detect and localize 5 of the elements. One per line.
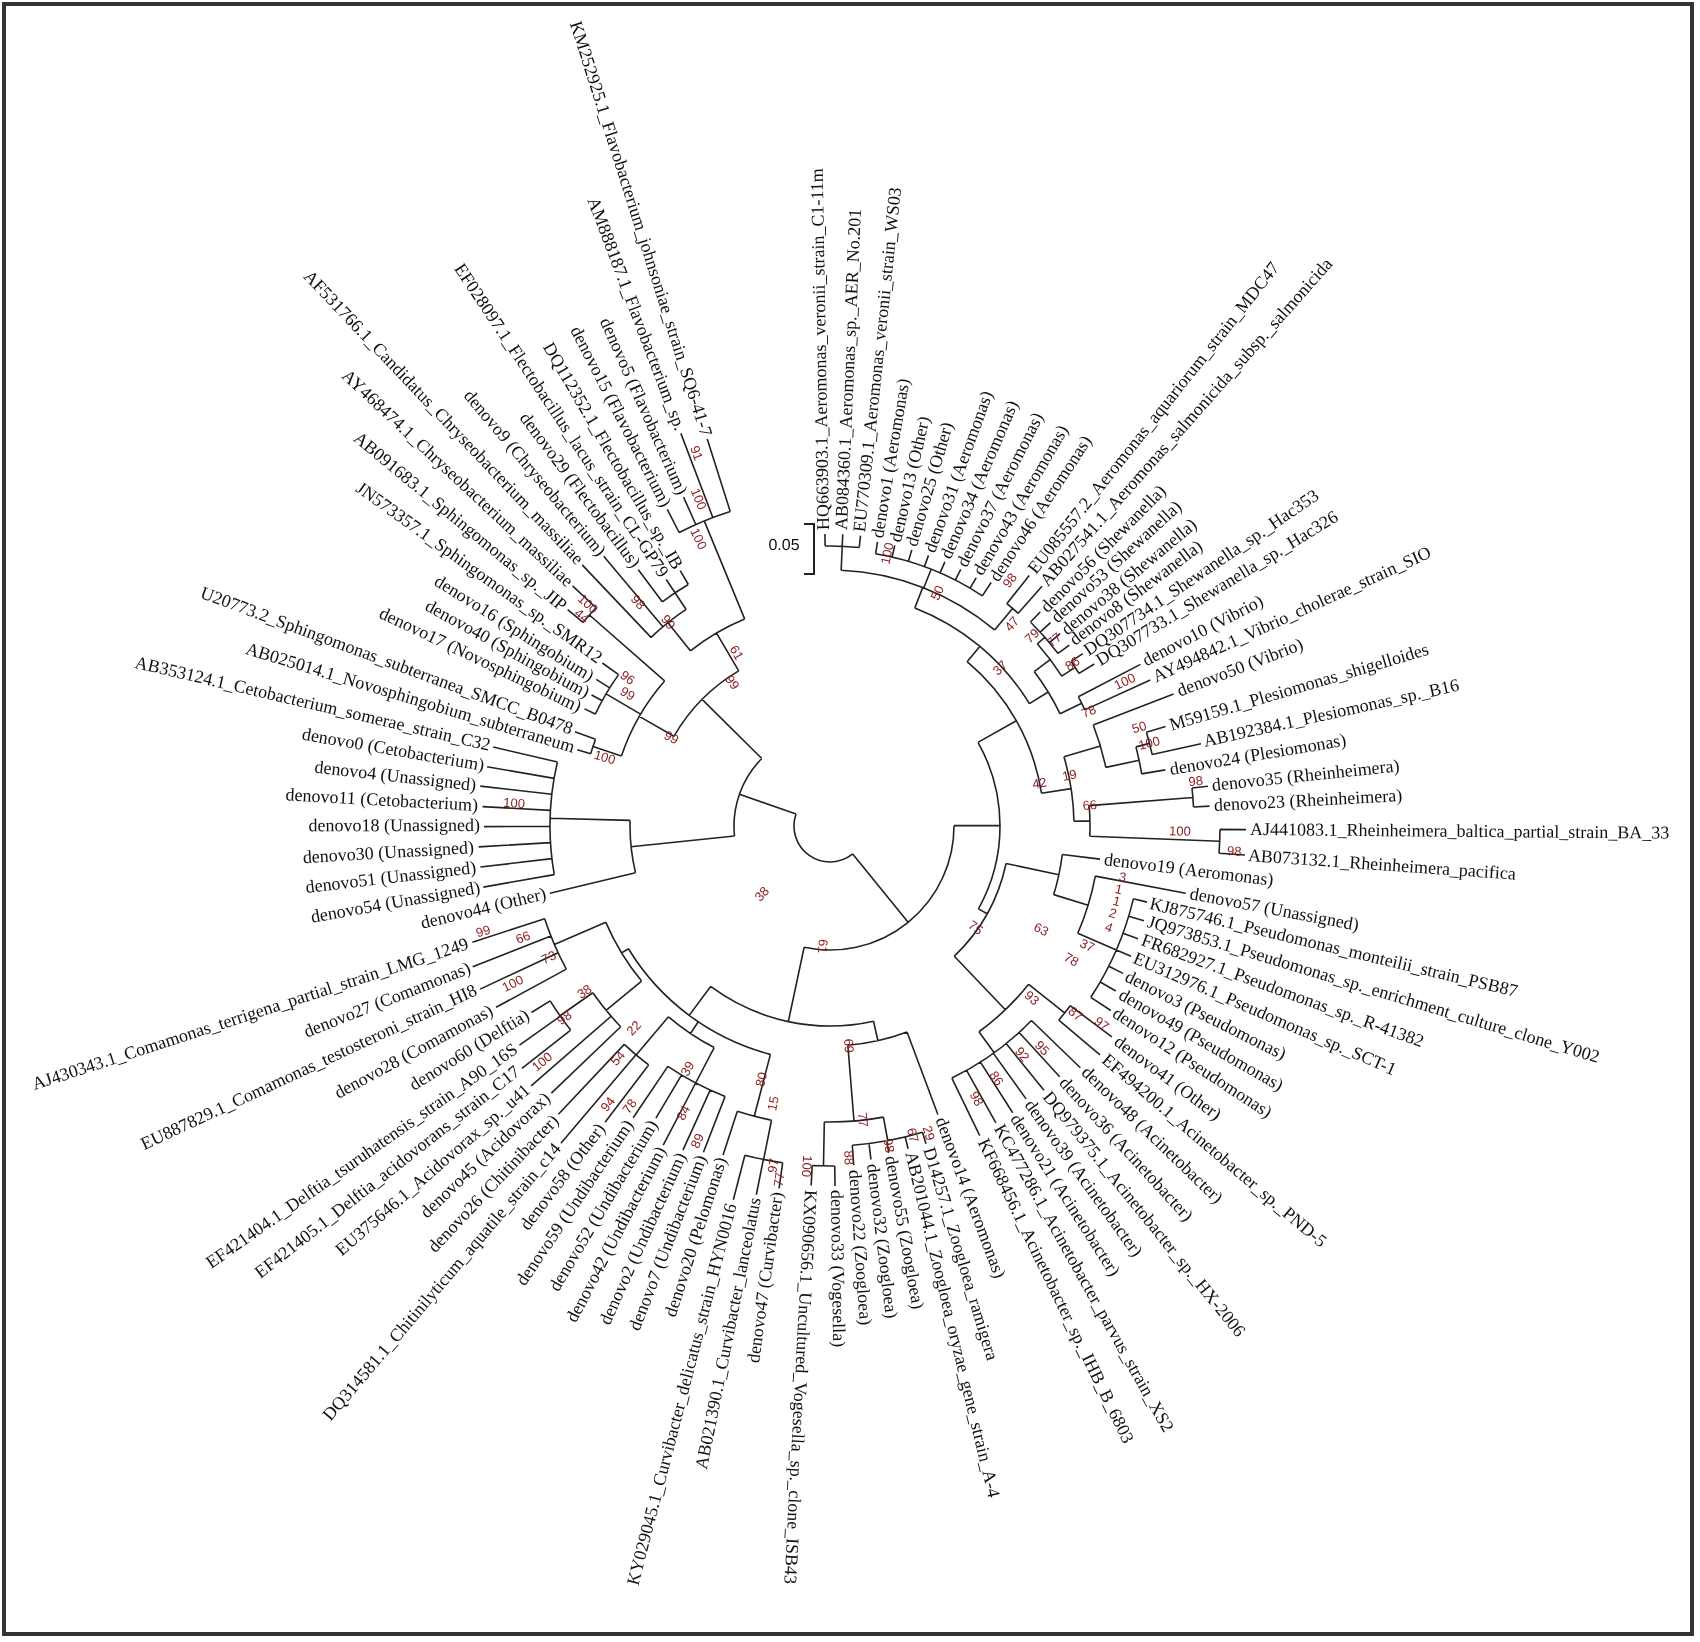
taxon-label: denovo18 (Unassigned) bbox=[308, 817, 480, 836]
scale-label: 0.05 bbox=[768, 538, 800, 554]
taxon-label: HQ663903.1_Aeromonas_veronii_strain_C1-11m bbox=[809, 168, 834, 531]
taxon-label: denovo33 (Vogesella) bbox=[826, 1189, 847, 1348]
taxon-label: AJ441083.1_Rheinheimera_baltica_partial_strain_BA_33 bbox=[1249, 820, 1670, 843]
